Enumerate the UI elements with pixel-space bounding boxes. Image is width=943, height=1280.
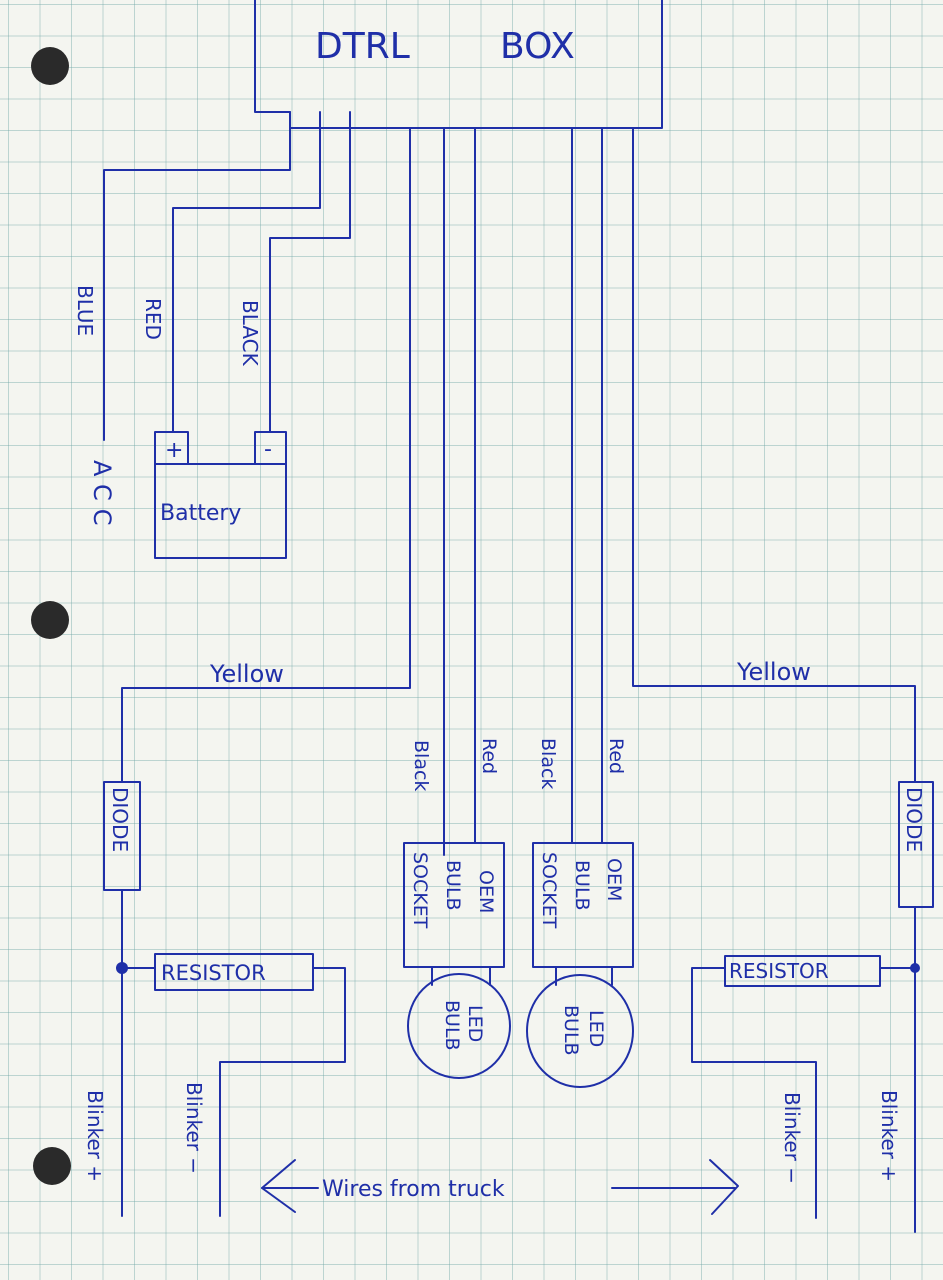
binder-hole-bottom [33, 1147, 71, 1185]
dtrl-box-title-right: BOX [500, 26, 575, 67]
socket-right-line-a: OEM [603, 858, 625, 901]
resistor-left-label: RESISTOR [161, 961, 266, 985]
battery: + - Battery [154, 431, 287, 559]
binder-hole-middle [31, 601, 69, 639]
battery-plus-terminal: + [165, 438, 183, 463]
resistor-right-label: RESISTOR [729, 959, 829, 983]
battery-minus-terminal: - [264, 437, 272, 462]
diode-right-label: DIODE [902, 787, 926, 852]
led-left-line-a: LED [464, 1005, 486, 1042]
oem-bulb-socket-left: OEM BULB SOCKET [403, 842, 505, 968]
left-blinker-minus-wire [219, 967, 346, 1217]
resistor-right: RESISTOR [724, 955, 881, 987]
oem-bulb-socket-right: OEM BULB SOCKET [532, 842, 634, 968]
socket-left-line-c: SOCKET [409, 852, 431, 929]
yellow-wire-left [121, 127, 411, 783]
socket-right-line-c: SOCKET [538, 852, 560, 929]
led-right-line-a: LED [585, 1010, 607, 1047]
led-left-line-b: BULB [441, 1000, 463, 1051]
dtrl-box: DTRL BOX [254, 0, 663, 129]
yellow-left-label: Yellow [209, 660, 284, 688]
left-arrow-icon [261, 1159, 319, 1213]
yellow-wire-right [632, 127, 916, 783]
led-left-leads [431, 966, 491, 986]
red-wire-label: RED [141, 298, 165, 340]
right-blinker-minus-label: Blinker − [780, 1092, 804, 1184]
right-arrow-icon [611, 1159, 739, 1215]
diode-left-label: DIODE [108, 787, 132, 852]
left-blinker-plus-label: Blinker + [83, 1090, 107, 1182]
socket-right-line-b: BULB [571, 860, 593, 911]
diode-right: DIODE [898, 781, 934, 908]
socket-left-line-a: OEM [475, 870, 497, 913]
right-socket-black-label: Black [537, 738, 559, 789]
left-blinker-minus-label: Blinker − [182, 1082, 206, 1174]
resistor-left: RESISTOR [154, 953, 314, 991]
right-socket-red-label: Red [605, 738, 627, 774]
led-bulb-right: LED BULB [526, 974, 634, 1088]
led-bulb-left: LED BULB [407, 973, 511, 1079]
black-wire-label: BLACK [238, 300, 262, 367]
blue-wire-label: BLUE [73, 285, 97, 336]
battery-label: Battery [160, 501, 241, 526]
blue-wire [103, 111, 291, 441]
wires-from-truck-label: Wires from truck [322, 1177, 505, 1202]
black-wire [269, 111, 351, 433]
red-wire [172, 111, 321, 433]
left-socket-black-label: Black [410, 740, 432, 791]
dtrl-box-title-left: DTRL [315, 26, 410, 67]
right-blinker-minus-wire [691, 967, 817, 1219]
socket-left-line-b: BULB [442, 860, 464, 911]
led-right-line-b: BULB [560, 1005, 582, 1056]
binder-hole-top [31, 47, 69, 85]
acc-label: ACC [88, 460, 116, 534]
right-blinker-plus-label: Blinker + [877, 1090, 901, 1182]
yellow-right-label: Yellow [736, 658, 811, 686]
diode-left: DIODE [103, 781, 141, 891]
left-socket-red-label: Red [478, 738, 500, 774]
